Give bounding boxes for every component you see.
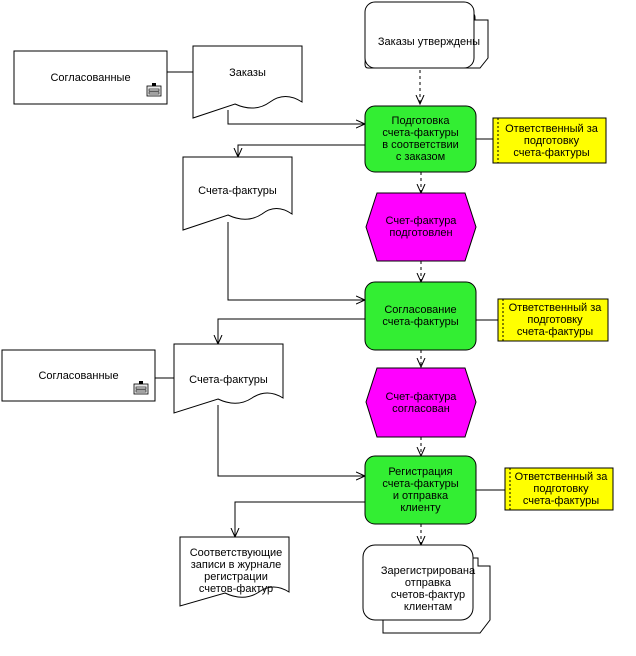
flow-prepare-to-invoices [238, 144, 365, 157]
source-approved-1-shape [13, 50, 168, 105]
role-1-shape [492, 117, 607, 164]
doc-invoices-1-shape [182, 156, 293, 231]
func-register-shape [364, 455, 477, 525]
flow-invoices2-to-register [217, 405, 365, 476]
cabinet-icon [133, 381, 149, 395]
end-event-shape [362, 544, 491, 634]
flow-invoices-to-approve [227, 222, 365, 300]
flow-orders-to-prepare [227, 110, 365, 124]
event-prepared-shape [365, 192, 477, 262]
flow-register-to-journal [235, 501, 365, 537]
start-event-shape [364, 1, 489, 69]
role-3-shape [504, 467, 614, 511]
doc-orders-shape [192, 45, 303, 119]
role-2-shape [497, 298, 609, 342]
doc-invoices-2-shape [173, 343, 284, 414]
event-approved-shape [365, 367, 477, 438]
func-approve-shape [364, 281, 477, 351]
cabinet-icon [146, 83, 162, 97]
source-approved-2-shape [1, 349, 156, 402]
flow-approve-to-invoices [218, 318, 365, 344]
func-prepare-shape [364, 105, 477, 173]
doc-journal-shape [179, 536, 290, 607]
